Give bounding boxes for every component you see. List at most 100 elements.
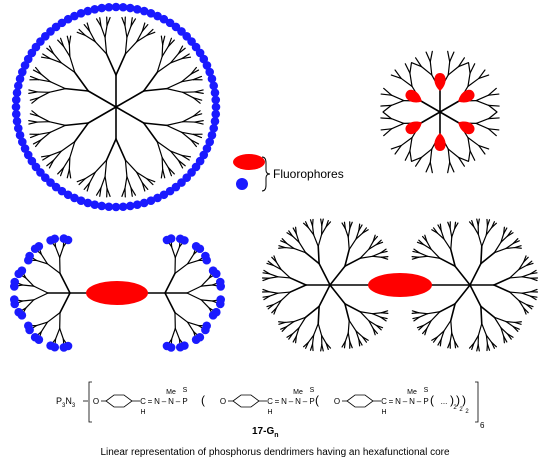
formula-bond: = xyxy=(148,397,153,406)
branch-line xyxy=(355,229,360,240)
branch-line xyxy=(73,71,90,92)
branch-line xyxy=(86,22,91,32)
branch-line xyxy=(104,36,108,55)
branch-line xyxy=(181,131,195,136)
branch-line xyxy=(467,137,471,152)
branch-line xyxy=(73,122,90,143)
branch-line xyxy=(281,238,288,244)
branch-line xyxy=(266,304,274,308)
branch-line xyxy=(355,232,364,240)
blue-fluorophore xyxy=(175,342,185,352)
formula-bracket-right xyxy=(475,381,479,423)
branch-line xyxy=(161,156,170,169)
branch-line xyxy=(505,320,514,328)
branch-line xyxy=(136,171,148,180)
branch-line xyxy=(380,117,392,120)
formula-atom: N xyxy=(168,397,174,406)
branch-line xyxy=(505,320,516,324)
branch-line xyxy=(83,182,91,190)
branch-line xyxy=(359,255,374,259)
branch-line xyxy=(87,90,117,108)
branch-line xyxy=(171,327,176,340)
branch-line xyxy=(298,316,307,329)
branch-line xyxy=(311,334,315,345)
branch-line xyxy=(359,311,370,322)
branch-line xyxy=(164,272,176,294)
benzene-ring xyxy=(232,394,260,408)
blue-fluorophore xyxy=(125,201,135,211)
branch-line xyxy=(487,93,500,96)
branch-line xyxy=(409,72,413,87)
branch-line xyxy=(162,35,166,46)
formula-atom: Me xyxy=(166,389,176,396)
branch-line xyxy=(518,299,525,309)
branch-line xyxy=(181,154,190,161)
branch-line xyxy=(161,43,164,58)
branch-line xyxy=(424,234,428,243)
branch-line xyxy=(512,326,519,332)
branch-line xyxy=(174,312,189,323)
branch-line xyxy=(54,246,61,259)
branch-line xyxy=(302,341,309,348)
formula-bond: – xyxy=(176,397,181,406)
legend-red-fluorophore xyxy=(233,154,265,170)
branch-line xyxy=(124,159,128,178)
formula-paren: ( xyxy=(201,393,205,407)
formula-atom: H xyxy=(267,409,272,416)
branch-line xyxy=(142,71,159,92)
formula-bracket-left xyxy=(88,381,92,423)
branch-line xyxy=(449,332,453,343)
blue-fluorophore xyxy=(17,266,27,275)
branch-line xyxy=(523,256,529,263)
branch-line xyxy=(124,36,128,55)
red-fluorophore xyxy=(458,89,475,103)
blue-fluorophore xyxy=(207,74,217,84)
formula-bond: – xyxy=(303,397,308,406)
branch-line xyxy=(121,187,126,197)
branch-line xyxy=(142,122,159,143)
branch-line xyxy=(68,43,71,58)
red-fluorophore xyxy=(405,121,422,135)
branch-line xyxy=(382,104,392,113)
branch-line xyxy=(295,233,300,243)
branch-line xyxy=(493,316,507,323)
branch-line xyxy=(343,221,346,230)
branch-line xyxy=(28,89,38,93)
branch-line xyxy=(443,238,452,251)
branch-line xyxy=(164,292,176,314)
blue-fluorophore xyxy=(209,123,219,133)
branch-line xyxy=(440,229,445,240)
branch-line xyxy=(273,255,277,263)
branch-line xyxy=(488,117,500,120)
branch-line xyxy=(493,241,502,254)
branch-line xyxy=(467,62,471,74)
branch-line xyxy=(509,291,523,294)
branch-line xyxy=(25,299,35,309)
branch-line xyxy=(284,320,295,324)
branch-line xyxy=(321,335,327,344)
branch-line xyxy=(286,320,295,328)
branch-line xyxy=(48,45,55,55)
red-fluorophore xyxy=(434,133,446,151)
red-fluorophore xyxy=(86,281,148,305)
branch-line xyxy=(500,233,505,243)
branch-line xyxy=(298,241,307,254)
branch-line xyxy=(439,100,460,113)
branch-line xyxy=(449,302,456,322)
branch-line xyxy=(493,277,511,286)
branch-line xyxy=(100,175,106,189)
branch-line xyxy=(368,320,374,330)
branch-line xyxy=(146,178,154,186)
branch-line xyxy=(170,57,183,64)
branch-line xyxy=(104,159,108,178)
branch-line xyxy=(190,139,197,148)
branch-line xyxy=(418,252,429,257)
branch-line xyxy=(409,62,413,74)
branch-line xyxy=(317,233,323,247)
branch-line xyxy=(480,305,496,319)
branch-line xyxy=(425,51,431,63)
branch-line xyxy=(420,65,433,76)
branch-line xyxy=(485,334,493,344)
branch-line xyxy=(454,340,457,349)
branch-line xyxy=(429,148,433,163)
